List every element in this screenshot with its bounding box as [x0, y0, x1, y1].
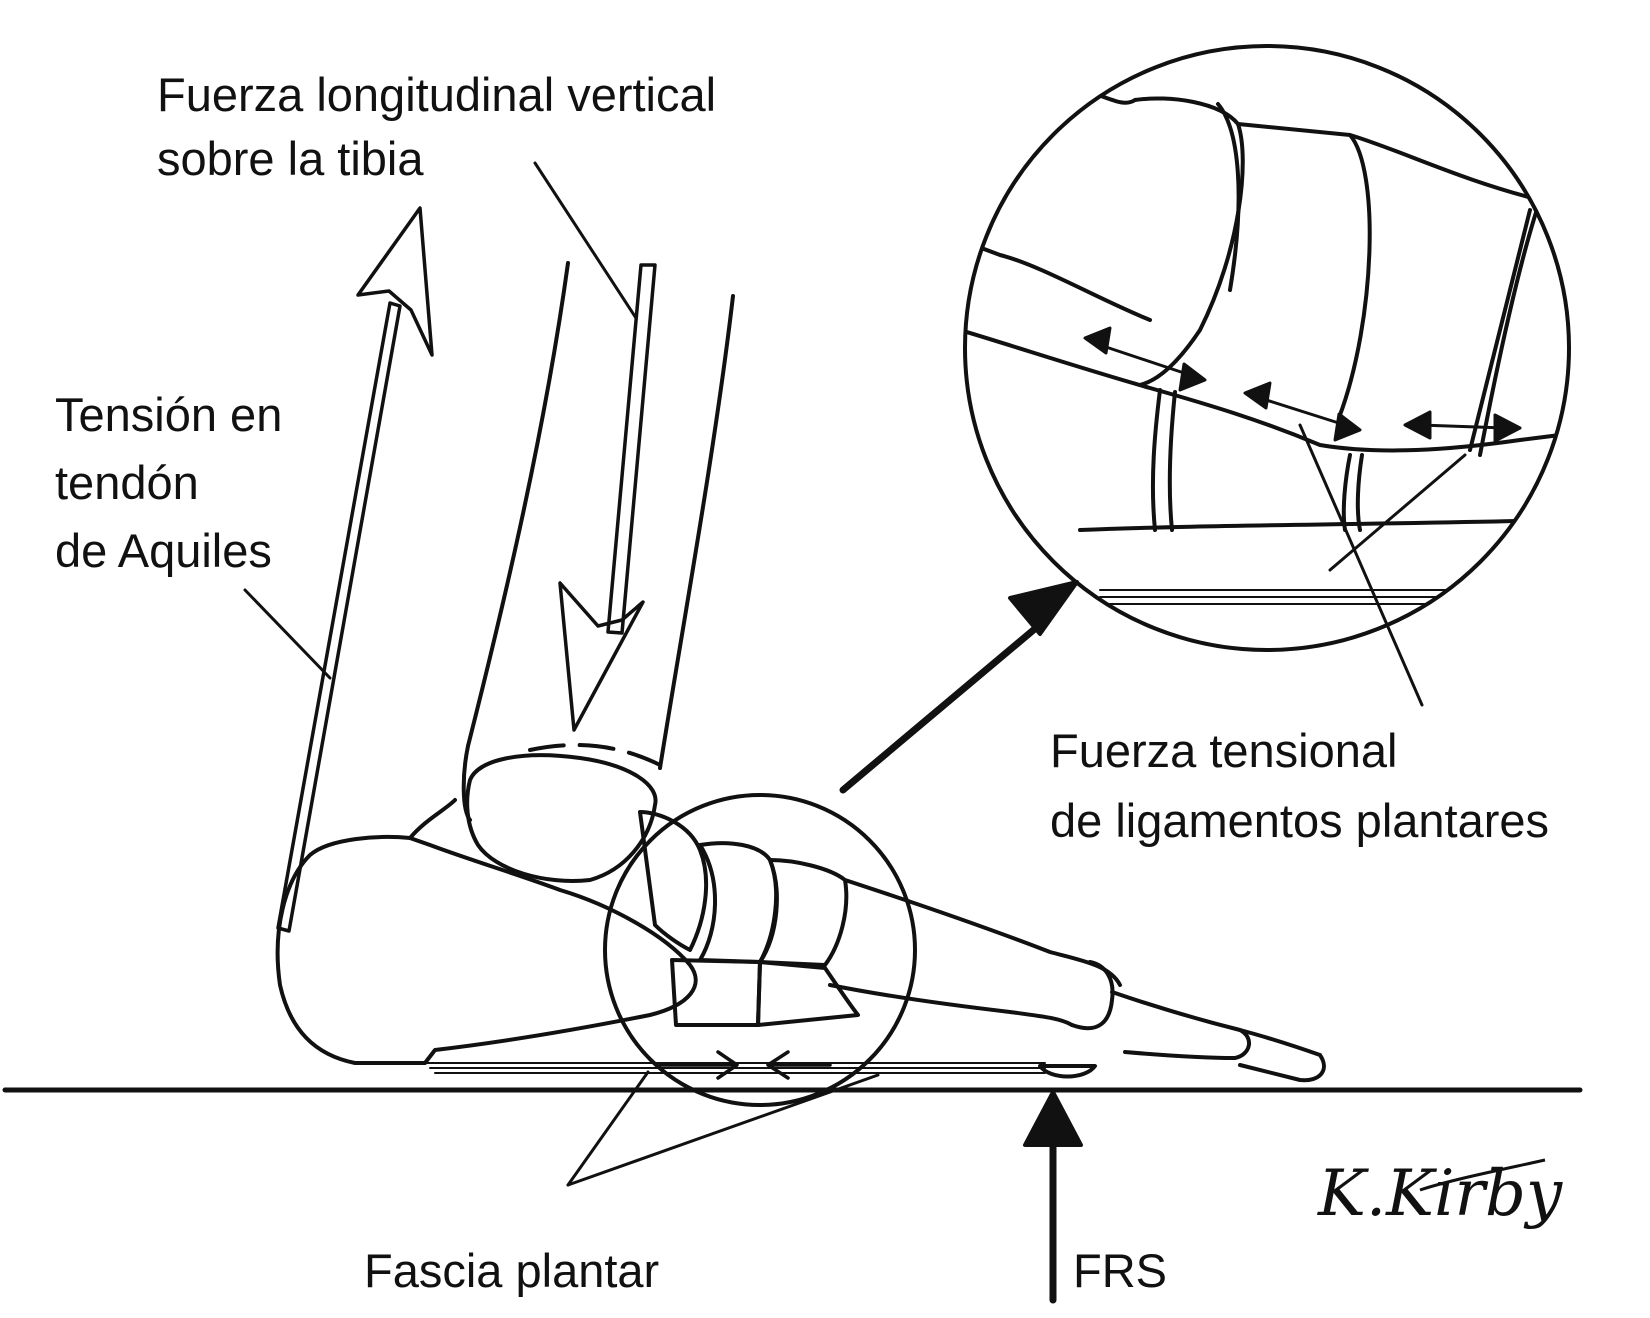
fascia-label-leader-2: [566, 1073, 880, 1187]
cuboid: [670, 958, 762, 1027]
detail-circle-large: [963, 44, 1571, 652]
tibia-force-label-line-2: sobre la tibia: [157, 132, 424, 185]
calcaneus: [275, 835, 698, 1065]
phalanx-proximal: [1110, 990, 1251, 1060]
navicular: [638, 810, 709, 952]
ligament-force-label-line-2: de ligamentos plantares: [1050, 794, 1550, 847]
magnify-pointer-head: [1008, 580, 1079, 636]
achilles-label-line-1: Tensión en: [55, 388, 283, 441]
cuboid-2: [756, 960, 860, 1027]
metatarsal-head: [1070, 960, 1115, 1031]
metatarsal-plantar: [828, 983, 1074, 1027]
sesamoid: [1038, 1064, 1097, 1079]
ligament-label-leader-1: [1298, 423, 1424, 707]
svg-text:K.Kirby: K.Kirby: [1317, 1157, 1563, 1231]
metatarsal-dorsal: [843, 878, 1122, 987]
tibia-force-label-line-1: Fuerza longitudinal vertical: [157, 68, 717, 121]
achilles-tension-arrow: [276, 206, 434, 933]
plantar-fascia-label: Fascia plantar: [364, 1244, 660, 1297]
calcaneus-process: [408, 798, 457, 840]
artist-signature: K.Kirby: [1317, 1157, 1563, 1231]
cuneiform-2: [758, 858, 849, 967]
detail-circle-small: [603, 793, 917, 1107]
achilles-label-line-3: de Aquiles: [55, 524, 272, 577]
talus: [465, 753, 658, 883]
fascia-compression-arrow-right: [766, 1050, 832, 1080]
achilles-label-line-2: tendón: [55, 456, 199, 509]
tibia-force-arrow: [558, 263, 657, 732]
tibia-outline: [466, 261, 570, 748]
fascia-label-leader-1: [566, 1070, 650, 1187]
ligament-force-label-line-1: Fuerza tensional: [1050, 724, 1398, 777]
grf-label: FRS: [1073, 1244, 1167, 1297]
grf-arrow-head: [1023, 1090, 1083, 1147]
achilles-label-leader: [243, 588, 332, 680]
ligament-tension-arrows: [1083, 326, 1522, 443]
magnify-pointer-shaft: [839, 618, 1047, 794]
tibia-label-leader: [533, 161, 638, 320]
cuneiform-1: [698, 841, 779, 964]
fascia-compression-arrow-left: [658, 1050, 739, 1080]
ligament-label-leader-2: [1328, 453, 1467, 572]
phalanx-distal: [1238, 1028, 1326, 1083]
talus-dome: [528, 743, 662, 767]
tibia-outline-posterior: [658, 294, 735, 770]
